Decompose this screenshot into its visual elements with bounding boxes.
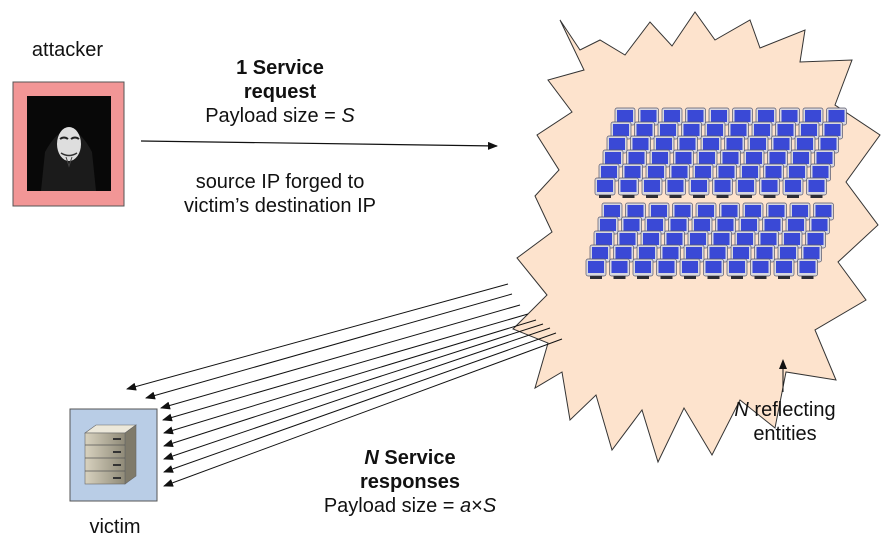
request-note-line1: source IP forged to <box>195 171 365 193</box>
computer-icon <box>648 202 670 223</box>
request-payload-var: S <box>341 105 355 127</box>
request-note: source IP forged to victim’s destination… <box>150 170 410 218</box>
computer-icon <box>810 163 831 184</box>
attacker-box <box>12 81 125 207</box>
anonymous-mask-icon <box>41 127 96 191</box>
computer-icon <box>598 163 620 184</box>
responses-payload-times: × <box>471 495 483 517</box>
reflectors-label: N reflecting entities <box>705 398 865 446</box>
responses-title-rest: Service <box>378 447 456 469</box>
computer-icon <box>712 177 733 198</box>
victim-box <box>69 408 158 502</box>
computer-icon <box>777 244 799 265</box>
computer-icon <box>704 121 726 142</box>
computer-icon <box>794 135 816 156</box>
response-arrows <box>126 283 563 487</box>
computer-icon <box>594 177 616 198</box>
response-arrow <box>162 313 529 422</box>
responses-payload: Payload size = a×S <box>290 494 530 518</box>
response-arrow <box>145 293 513 400</box>
computer-icon <box>781 230 803 251</box>
request-payload: Payload size = S <box>175 104 385 128</box>
reflectors-label-line1: N reflecting <box>705 398 865 422</box>
computer-icon <box>621 216 642 237</box>
response-arrow <box>163 327 551 460</box>
attacker-label: attacker <box>31 39 104 61</box>
responses-title-line1: N Service <box>290 446 530 470</box>
computer-icon <box>657 121 679 142</box>
computer-icon <box>708 107 730 128</box>
response-arrow <box>163 332 557 473</box>
response-arrow <box>126 283 509 391</box>
computer-icon <box>754 244 775 265</box>
server-icon <box>84 424 137 485</box>
computer-icon <box>762 216 783 237</box>
computer-icon <box>726 258 748 279</box>
computer-icon <box>609 258 630 279</box>
computer-icon <box>773 258 795 279</box>
computer-icon <box>649 149 671 170</box>
computer-icon <box>634 121 655 142</box>
responses-payload-prefix: Payload size = <box>323 495 461 517</box>
response-arrow <box>163 319 537 435</box>
computer-icon <box>618 177 639 198</box>
computer-icon <box>687 230 709 251</box>
reflectors-label-rest: reflecting <box>748 399 836 421</box>
responses-payload-a: a <box>460 495 472 517</box>
computer-icon <box>617 230 638 251</box>
responses-label: N Service responses Payload size = a×S <box>290 446 530 518</box>
computer-icon <box>730 244 752 265</box>
computer-icon <box>703 258 724 279</box>
responses-n: N <box>364 447 379 469</box>
computer-icon <box>806 177 827 198</box>
reflectors-n: N <box>734 399 749 421</box>
response-arrow <box>163 323 544 448</box>
computer-icon <box>789 202 811 223</box>
request-title-line2: request <box>243 81 317 103</box>
responses-payload-s: S <box>482 495 497 517</box>
request-title: 1 Service request Payload size = S <box>175 56 385 128</box>
request-payload-prefix: Payload size = <box>205 105 342 127</box>
request-arrow <box>140 140 498 150</box>
computer-icon <box>660 244 681 265</box>
computer-icon <box>688 177 710 198</box>
computer-icon <box>645 163 667 184</box>
request-note-line2: victim’s destination IP <box>184 195 376 217</box>
response-arrow <box>160 304 521 410</box>
computer-icon <box>763 163 784 184</box>
computer-icon <box>656 258 677 279</box>
computer-icon <box>679 258 701 279</box>
response-arrow <box>163 338 563 487</box>
computer-icon <box>735 177 757 198</box>
computer-icon <box>779 107 800 128</box>
reflecting-entities <box>585 107 847 279</box>
computer-icon <box>775 121 796 142</box>
computer-icon <box>786 163 808 184</box>
computer-icon <box>750 258 771 279</box>
request-title-line1: 1 Service <box>236 57 324 79</box>
computer-icon <box>641 177 663 198</box>
computer-icon <box>782 177 804 198</box>
computer-icon <box>715 216 736 237</box>
responses-title-line2: responses <box>359 471 461 493</box>
computer-icon <box>585 258 607 279</box>
computer-icon <box>797 258 818 279</box>
victim-label: victim <box>89 516 141 538</box>
computer-icon <box>685 107 706 128</box>
reflectors-label-line2: entities <box>753 423 817 445</box>
computer-icon <box>759 177 780 198</box>
computer-icon <box>785 216 807 237</box>
computer-icon <box>665 177 686 198</box>
computer-icon <box>632 258 654 279</box>
